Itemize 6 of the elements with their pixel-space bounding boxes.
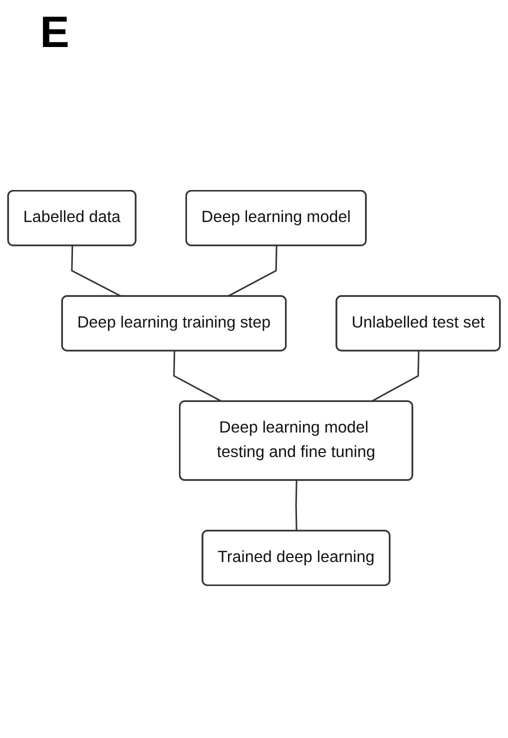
panel-letter: E (40, 8, 70, 58)
connector (370, 351, 420, 402)
connector (295, 480, 298, 532)
connector (173, 351, 223, 402)
connector (227, 246, 278, 298)
connector (71, 246, 122, 298)
